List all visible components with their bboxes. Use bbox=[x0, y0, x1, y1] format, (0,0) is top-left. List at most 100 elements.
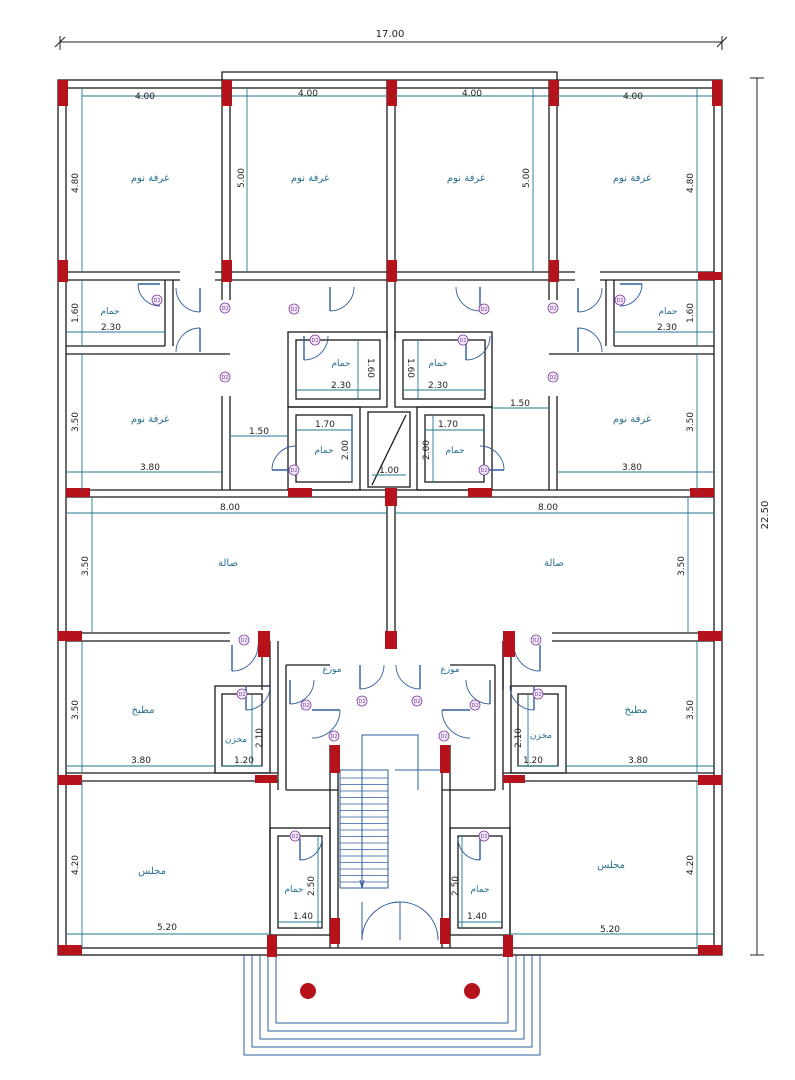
dim-label: 2.10 bbox=[514, 728, 524, 748]
staircase bbox=[339, 734, 440, 889]
door-tag-label: D2 bbox=[534, 692, 541, 698]
room-label-bath-6: حمام bbox=[445, 446, 464, 456]
column bbox=[503, 631, 515, 657]
dim-label: 4.00 bbox=[462, 89, 482, 99]
dim-label: 3.80 bbox=[131, 756, 151, 766]
door-swing: D2 bbox=[455, 286, 490, 315]
dim-label: 1.50 bbox=[510, 399, 530, 409]
dim-label: 5.00 bbox=[237, 168, 247, 188]
door-tag-label: D2 bbox=[480, 468, 487, 474]
room-label-store-right: مخزن bbox=[530, 731, 552, 741]
door-swing: D2 bbox=[311, 709, 341, 742]
dim-label: 1.20 bbox=[234, 756, 254, 766]
room-label-bedroom-1: غرفة نوم bbox=[131, 173, 169, 184]
dim-label: 3.50 bbox=[677, 556, 687, 576]
dim-label: 2.00 bbox=[422, 440, 432, 460]
dim-label: 3.50 bbox=[71, 412, 81, 432]
dim-label: 4.00 bbox=[623, 92, 643, 102]
door-swing: D2 bbox=[438, 709, 471, 742]
column bbox=[222, 80, 232, 106]
door-swing: D2 bbox=[356, 664, 385, 707]
room-label-bath-2: حمام bbox=[658, 307, 677, 317]
door-tag-label: D2 bbox=[153, 298, 160, 304]
door-swing: D2 bbox=[465, 679, 491, 711]
dim-label: 1.00 bbox=[379, 466, 399, 476]
door-swing: D2 bbox=[395, 664, 423, 707]
room-label-hall-left: صالة bbox=[218, 558, 238, 569]
entrance-porch bbox=[243, 955, 541, 1056]
dim-label: 2.00 bbox=[341, 440, 351, 460]
door-tag-label: D2 bbox=[358, 699, 365, 705]
column bbox=[698, 945, 722, 955]
dim-label: 4.00 bbox=[135, 92, 155, 102]
dim-label: 3.50 bbox=[686, 412, 696, 432]
room-label-bath-5: حمام bbox=[314, 446, 333, 456]
dim-label: 1.70 bbox=[315, 420, 335, 430]
door-swing: D2 bbox=[547, 327, 603, 383]
column bbox=[58, 260, 68, 282]
dim-label: 1.40 bbox=[293, 912, 313, 922]
door-tag: D2 bbox=[219, 371, 231, 383]
dim-label: 1.60 bbox=[365, 358, 375, 378]
dim-label: 1.60 bbox=[71, 303, 81, 323]
door-tag: D2 bbox=[547, 371, 559, 383]
dim-label: 5.20 bbox=[157, 923, 177, 933]
door-tag: D2 bbox=[547, 302, 559, 314]
room-label-bath-7: حمام bbox=[284, 885, 303, 895]
door-tag: D2 bbox=[457, 334, 469, 346]
overall-depth-label: 22.50 bbox=[760, 501, 771, 530]
stair-treads bbox=[340, 777, 388, 883]
walls bbox=[57, 71, 723, 956]
dim-label: 8.00 bbox=[538, 503, 558, 513]
door-tag-label: D2 bbox=[240, 638, 247, 644]
dim-label: 1.60 bbox=[686, 303, 696, 323]
dim-label: 4.20 bbox=[686, 855, 696, 875]
column bbox=[330, 745, 340, 773]
door-swing: D2 bbox=[614, 283, 643, 307]
column bbox=[385, 488, 397, 506]
door-tag-label: D2 bbox=[311, 338, 318, 344]
door-swing: D2 bbox=[289, 830, 323, 861]
column bbox=[258, 631, 270, 657]
door-swing: D2 bbox=[236, 685, 271, 711]
room-label-kitchen-left: مطبخ bbox=[131, 705, 154, 716]
door-tag-label: D2 bbox=[459, 338, 466, 344]
room-label-bedroom-6: غرفة نوم bbox=[613, 414, 651, 425]
room-label-salon-left: مجلس bbox=[138, 866, 166, 877]
dim-label: 8.00 bbox=[220, 503, 240, 513]
dim-label: 4.00 bbox=[298, 89, 318, 99]
column bbox=[712, 80, 722, 106]
column bbox=[222, 260, 232, 282]
column bbox=[440, 745, 450, 773]
door-tag: D2 bbox=[478, 830, 490, 842]
door-tag: D2 bbox=[236, 688, 248, 700]
door-tag-label: D2 bbox=[440, 734, 447, 740]
door-tag-label: D2 bbox=[290, 307, 297, 313]
dimension-labels: 4.00 4.00 4.00 4.00 4.80 5.00 5.00 4.80 … bbox=[71, 89, 696, 935]
dim-label: 2.50 bbox=[451, 876, 461, 896]
porch-column-left bbox=[300, 983, 316, 999]
door-tag: D2 bbox=[300, 699, 312, 711]
dim-label: 2.50 bbox=[307, 876, 317, 896]
door-tag-label: D2 bbox=[290, 468, 297, 474]
column bbox=[440, 918, 450, 944]
column bbox=[503, 935, 513, 957]
dim-label: 1.20 bbox=[523, 756, 543, 766]
door-tag: D2 bbox=[532, 688, 544, 700]
column bbox=[58, 775, 82, 785]
door-swing: D2 bbox=[513, 634, 542, 672]
dim-label: 2.30 bbox=[331, 381, 351, 391]
dim-label: 3.80 bbox=[140, 463, 160, 473]
dim-label: 4.20 bbox=[71, 855, 81, 875]
column bbox=[698, 272, 722, 280]
door-tag: D2 bbox=[478, 303, 490, 315]
column bbox=[58, 80, 68, 106]
door-tag: D2 bbox=[438, 730, 450, 742]
door-tag: D2 bbox=[328, 730, 340, 742]
door-swing: D2 bbox=[303, 334, 329, 361]
door-tag: D2 bbox=[614, 294, 626, 306]
column bbox=[503, 775, 525, 783]
door-tag-label: D2 bbox=[221, 375, 228, 381]
